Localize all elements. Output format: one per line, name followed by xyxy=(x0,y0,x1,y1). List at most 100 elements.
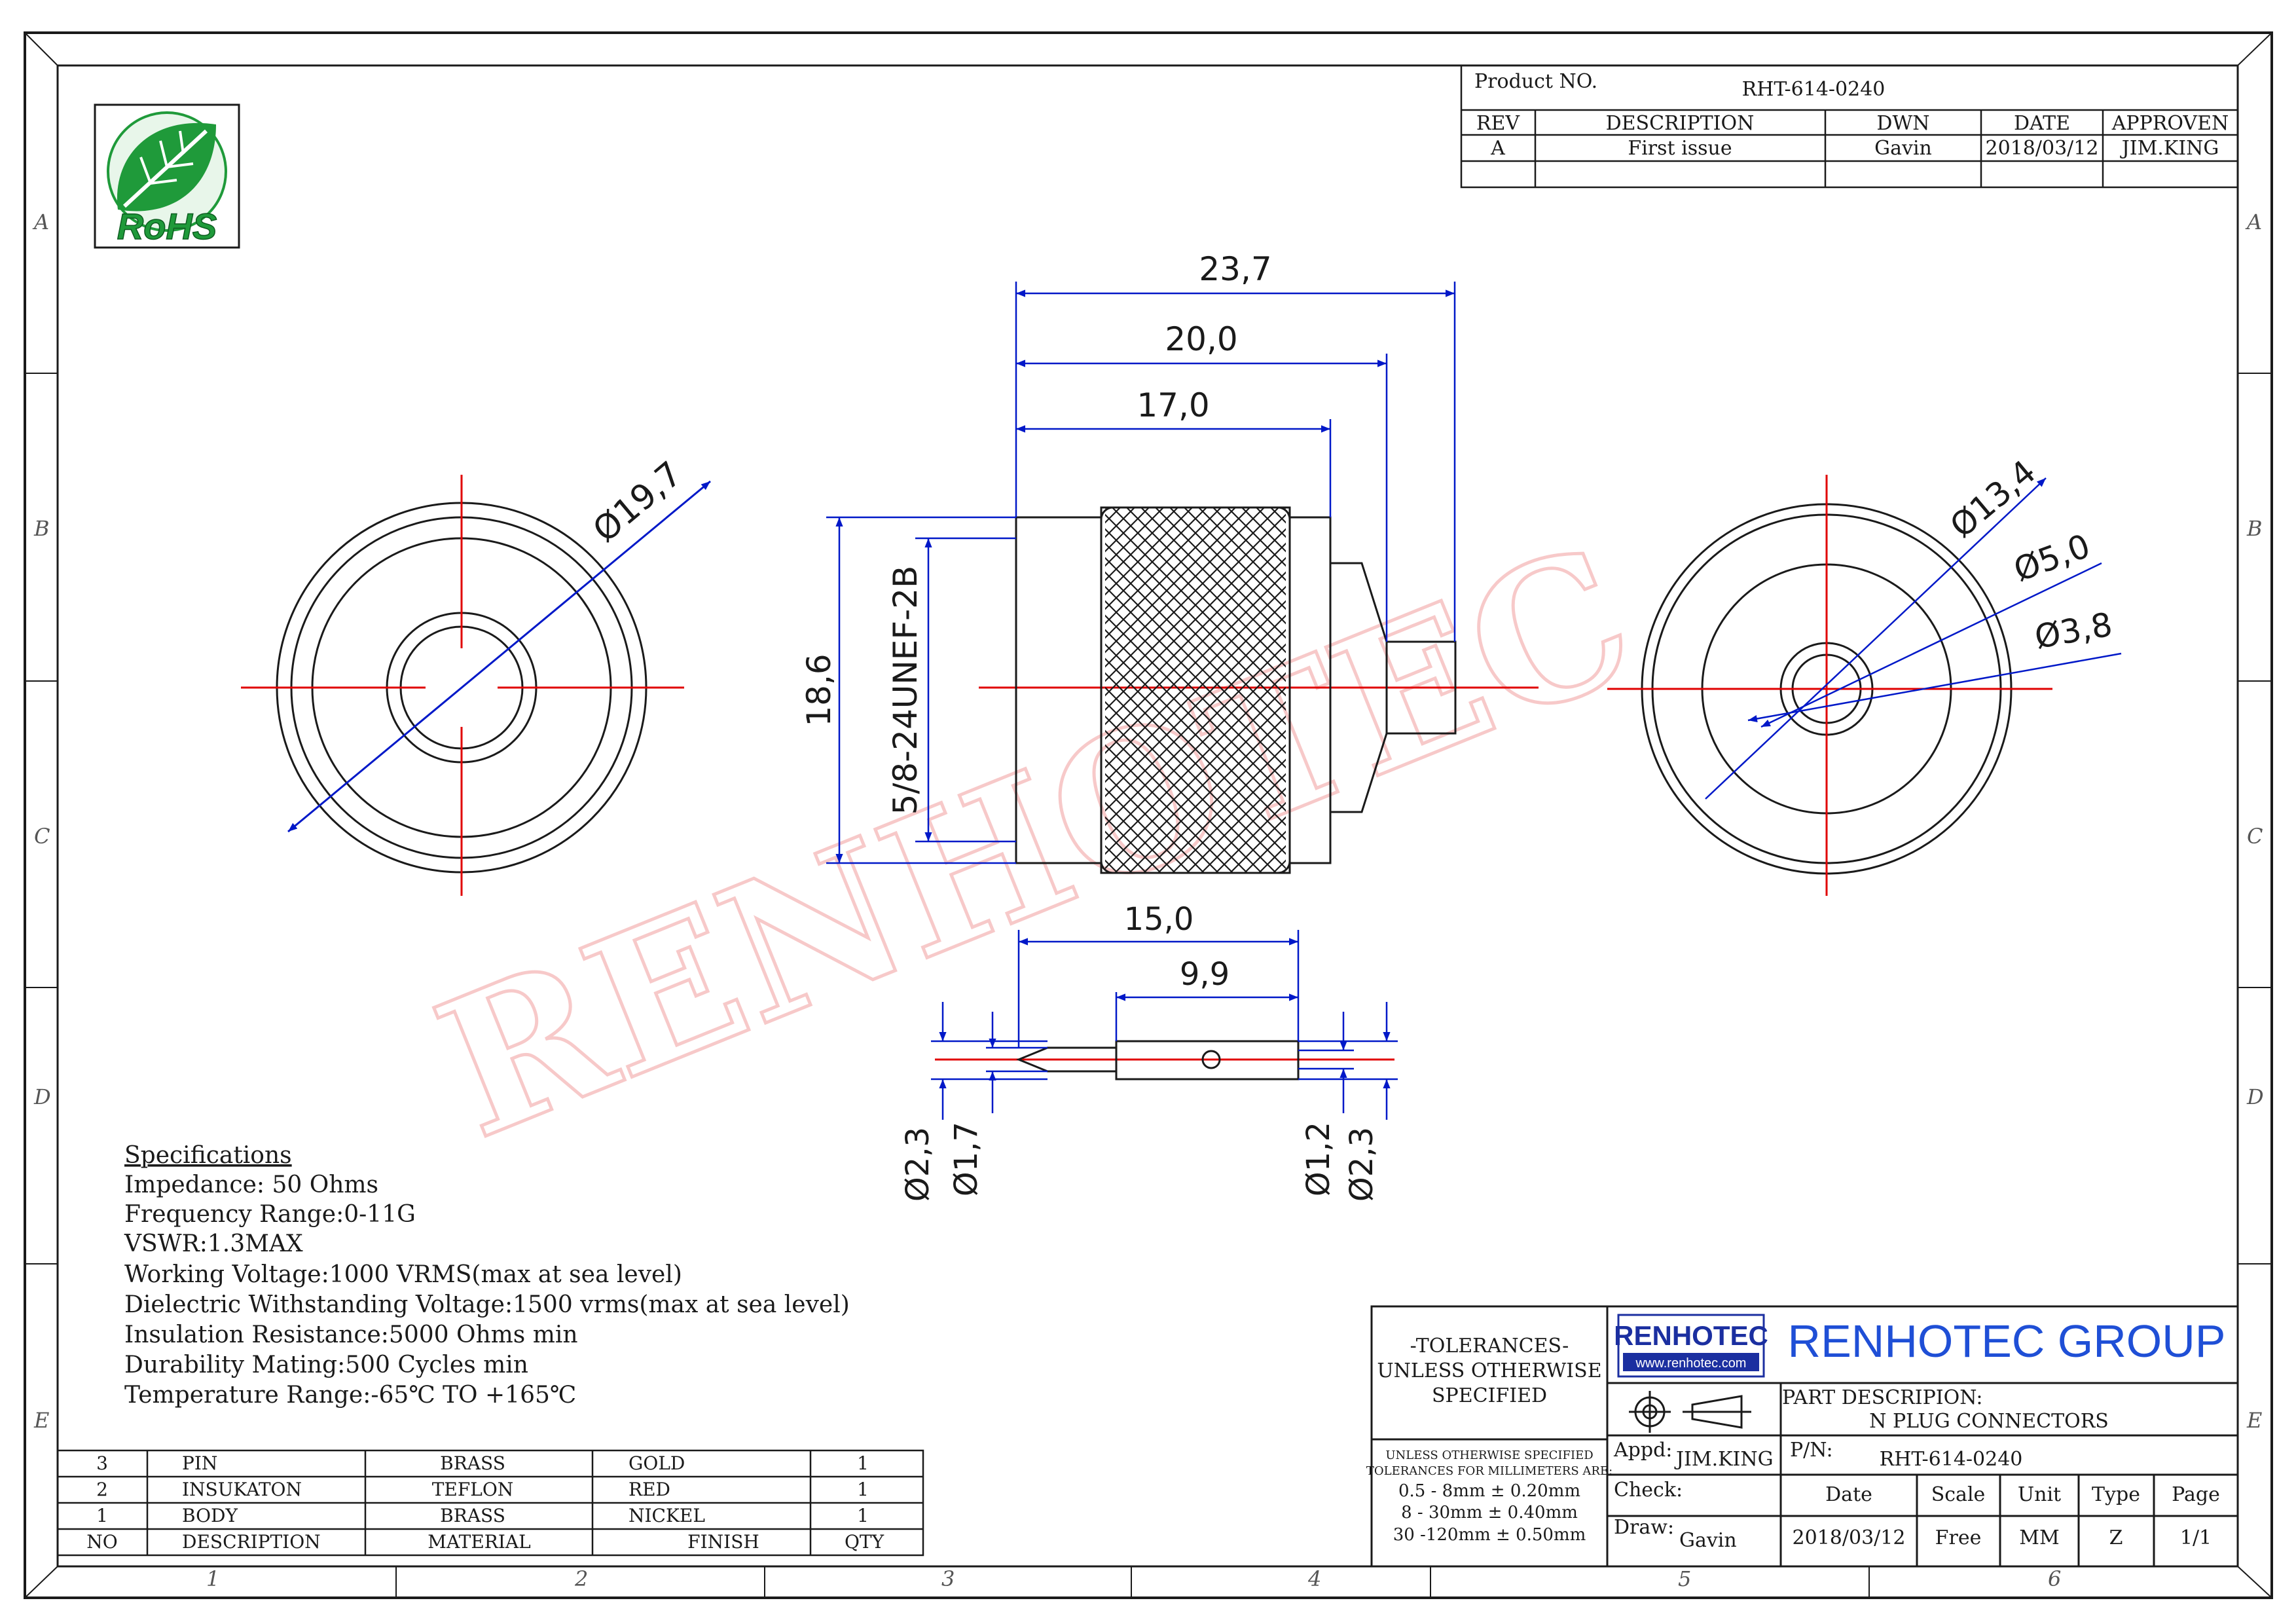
date-value: 2018/03/12 xyxy=(1986,137,2099,160)
spec-line: VSWR:1.3MAX xyxy=(124,1230,303,1257)
draw-value: Gavin xyxy=(1679,1529,1737,1552)
bom-no: 2 xyxy=(96,1479,108,1500)
pin-detail: 15,0 9,9 Ø2,3 Ø1,7 Ø1,2 Ø2,3 xyxy=(900,901,1398,1202)
row-label-left: D xyxy=(33,1084,51,1109)
tolerance-range: 8 - 30mm ± 0.40mm xyxy=(1401,1503,1578,1522)
pn-label: P/N: xyxy=(1790,1439,1833,1462)
side-view: 23,7 20,0 17,0 18,6 5/8-24UNEF-2B xyxy=(800,250,1539,874)
dim-knurl-length: 17,0 xyxy=(1137,386,1209,424)
rear-centerlines xyxy=(1607,475,2052,896)
bom-description: INSUKATON xyxy=(182,1479,302,1500)
description-header: DESCRIPTION xyxy=(1606,112,1755,135)
part-description: N PLUG CONNECTORS xyxy=(1869,1410,2109,1433)
rear-dia-134-label: Ø13,4 xyxy=(1943,452,2043,545)
column-label: 6 xyxy=(2048,1566,2061,1591)
specifications-heading: Specifications xyxy=(124,1142,292,1169)
column-label: 2 xyxy=(574,1566,588,1591)
spec-line: Temperature Range:-65℃ TO +165℃ xyxy=(124,1382,576,1409)
bom-material: TEFLON xyxy=(432,1479,514,1500)
logo-text: RENHOTEC xyxy=(1614,1320,1768,1351)
approven-header: APPROVEN xyxy=(2111,112,2229,135)
bom-qty: 1 xyxy=(857,1479,869,1500)
bom-table: 3 PIN BRASS GOLD 1 2 INSUKATON TEFLON RE… xyxy=(56,1449,924,1557)
scale-label: Scale xyxy=(1931,1483,1986,1506)
spec-line: Durability Mating:500 Cycles min xyxy=(124,1352,528,1378)
row-label-right: D xyxy=(2246,1084,2264,1109)
bom-qty: 1 xyxy=(857,1505,869,1526)
dwn-header: DWN xyxy=(1876,112,1929,135)
row-label-left: B xyxy=(33,516,50,541)
zone-labels: A B C D E A B C D E 1 2 3 4 5 6 xyxy=(32,210,2264,1591)
dim-thread: 5/8-24UNEF-2B xyxy=(886,566,924,815)
rohs-logo: RoHS xyxy=(94,103,240,249)
bom-material: BRASS xyxy=(440,1505,505,1526)
column-label: 4 xyxy=(1307,1566,1321,1591)
row-label-right: A xyxy=(2245,210,2262,234)
spec-line: Dielectric Withstanding Voltage:1500 vrm… xyxy=(124,1291,850,1318)
product-no: RHT-614-0240 xyxy=(1742,78,1886,101)
title-block: -TOLERANCES- UNLESS OTHERWISE SPECIFIED … xyxy=(1366,1305,2239,1568)
knurled-sleeve xyxy=(1105,507,1286,873)
row-label-right: B xyxy=(2246,516,2263,541)
unit-value: MM xyxy=(2019,1526,2059,1549)
tolerances-small: UNLESS OTHERWISE SPECIFIED xyxy=(1385,1449,1593,1462)
draw-label: Draw: xyxy=(1614,1516,1674,1539)
rear-dia-leaders xyxy=(1705,477,2122,800)
spec-line: Working Voltage:1000 VRMS(max at sea lev… xyxy=(124,1261,682,1288)
tolerances-line: SPECIFIED xyxy=(1432,1384,1547,1407)
dim-body-length: 20,0 xyxy=(1165,320,1237,358)
approven-value: JIM.KING xyxy=(2120,137,2219,160)
pin-dia-12-label: Ø1,2 xyxy=(1300,1122,1337,1196)
tolerances-small: TOLERANCES FOR MILLIMETERS ARE: xyxy=(1366,1464,1613,1478)
row-label-left: A xyxy=(32,210,49,234)
dim-body-height: 18,6 xyxy=(800,654,838,726)
spec-line: Impedance: 50 Ohms xyxy=(124,1172,378,1198)
date-header: DATE xyxy=(2014,112,2070,135)
appd-value: JIM.KING xyxy=(1674,1448,1774,1471)
appd-label: Appd: xyxy=(1613,1439,1672,1462)
row-label-right: E xyxy=(2246,1408,2262,1433)
tolerances-line: UNLESS OTHERWISE xyxy=(1377,1359,1601,1382)
pin-dia-17-label: Ø1,7 xyxy=(948,1122,985,1196)
bom-finish: GOLD xyxy=(629,1452,685,1474)
specifications: Specifications Impedance: 50 Ohms Freque… xyxy=(124,1142,850,1409)
rev-value: A xyxy=(1490,137,1505,160)
rohs-label: RoHS xyxy=(117,206,217,247)
column-label: 3 xyxy=(941,1566,955,1591)
third-angle-projection-icon xyxy=(1629,1391,1751,1433)
bom-description: BODY xyxy=(182,1505,238,1526)
rear-dia-38-label: Ø3,8 xyxy=(2032,605,2115,656)
tolerance-range: 0.5 - 8mm ± 0.20mm xyxy=(1398,1481,1580,1501)
drawing-frame xyxy=(24,31,2273,1599)
page-label: Page xyxy=(2172,1483,2220,1506)
row-label-left: C xyxy=(34,824,50,849)
date-label: Date xyxy=(1825,1483,1872,1506)
column-label: 5 xyxy=(1678,1566,1691,1591)
pin-dia-23-left-label: Ø2,3 xyxy=(900,1127,936,1202)
pn-value: RHT-614-0240 xyxy=(1880,1448,2023,1471)
pin-dia-23-right-label: Ø2,3 xyxy=(1343,1127,1380,1202)
bom-no: 1 xyxy=(96,1505,108,1526)
front-dia-label: Ø19,7 xyxy=(586,454,690,551)
dwn-value: Gavin xyxy=(1874,137,1932,160)
type-label: Type xyxy=(2092,1483,2140,1506)
unit-label: Unit xyxy=(2018,1483,2061,1506)
description-value: First issue xyxy=(1628,137,1732,160)
tolerance-range: 30 -120mm ± 0.50mm xyxy=(1393,1525,1586,1545)
bom-header: MATERIAL xyxy=(428,1531,530,1553)
front-view: Ø19,7 xyxy=(241,454,711,896)
part-desc-label: PART DESCRIPION: xyxy=(1782,1386,1983,1409)
logo-url: www.renhotec.com xyxy=(1635,1356,1747,1371)
product-no-label: Product NO. xyxy=(1474,70,1597,93)
bom-no: 3 xyxy=(96,1452,108,1474)
company-logo: RENHOTEC www.renhotec.com xyxy=(1614,1314,1768,1378)
bom-header: NO xyxy=(86,1531,117,1553)
bom-finish: NICKEL xyxy=(629,1505,705,1526)
spec-line: Insulation Resistance:5000 Ohms min xyxy=(124,1321,578,1348)
bom-header: FINISH xyxy=(687,1531,759,1553)
revision-table: Product NO. RHT-614-0240 REV DESCRIPTION… xyxy=(1460,64,2239,189)
check-label: Check: xyxy=(1614,1479,1683,1502)
row-label-right: C xyxy=(2247,824,2263,849)
bom-header: QTY xyxy=(845,1531,884,1553)
